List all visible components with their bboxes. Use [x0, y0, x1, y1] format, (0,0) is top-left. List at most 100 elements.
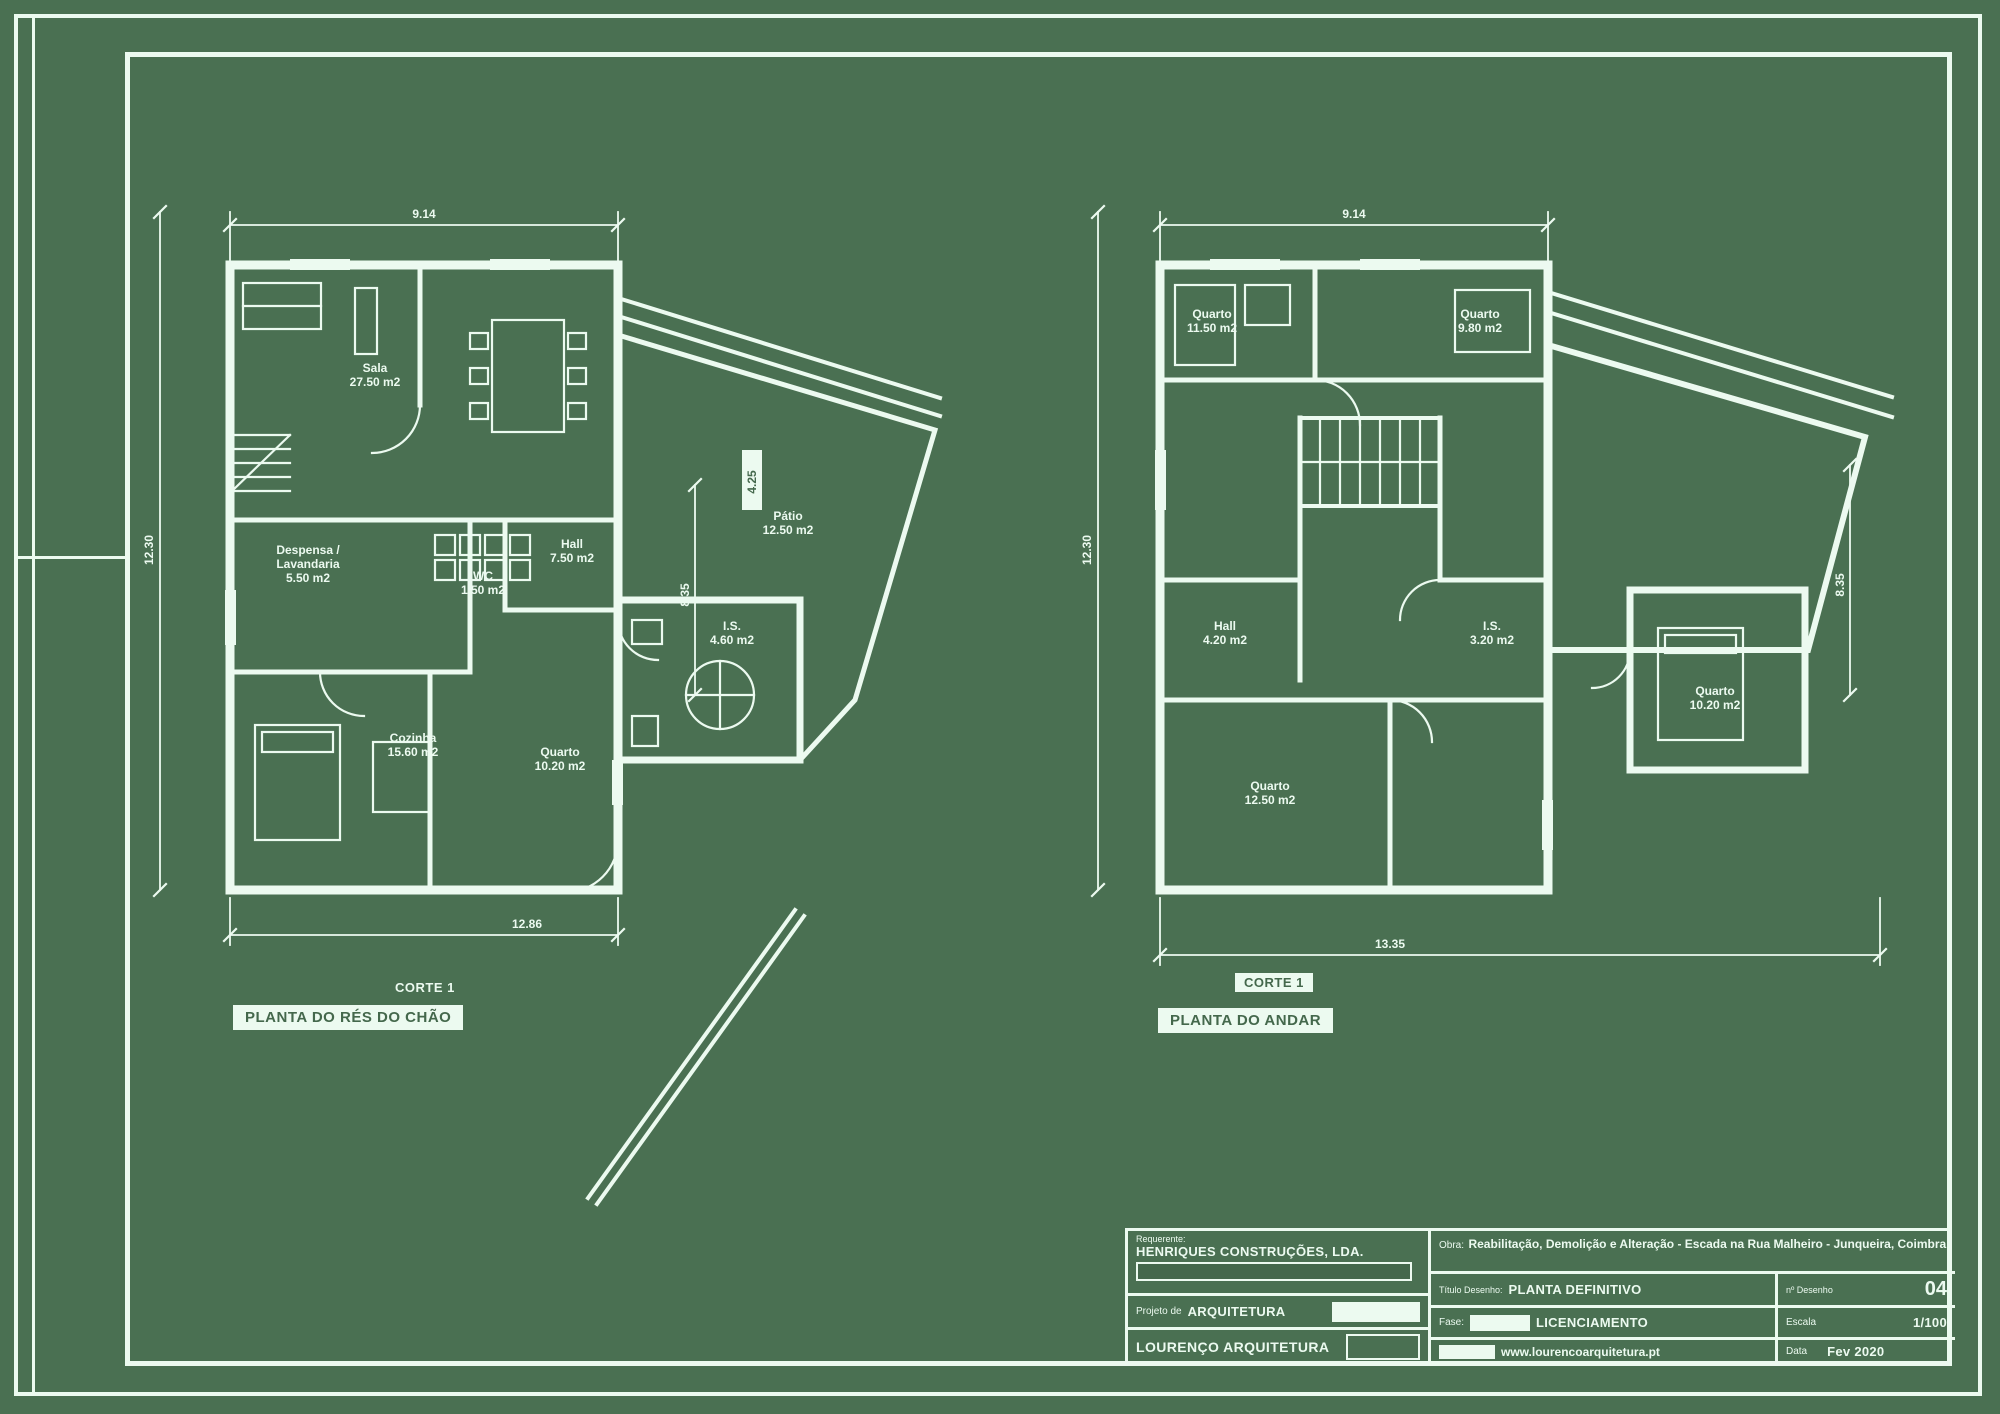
tb-divider	[1775, 1271, 1778, 1363]
tb-fase-value: LICENCIAMENTO	[1536, 1315, 1649, 1330]
bed-ground	[253, 723, 342, 842]
tb-data-label: Data	[1786, 1346, 1808, 1357]
plan-title-ground: PLANTA DO RÉS DO CHÃO	[233, 1005, 464, 1030]
wardrobe	[1173, 283, 1292, 367]
room-area: 9.80 m2	[1458, 321, 1502, 335]
sofa	[241, 281, 323, 331]
ground-room-labels: Sala 27.50 m2 Despensa / Lavandaria 5.50…	[276, 361, 813, 773]
tb-cell-ndesenho: nº Desenho 04	[1778, 1274, 1955, 1305]
room-area: 3.20 m2	[1470, 633, 1514, 647]
dim-patio-ground: 4.25	[745, 470, 759, 494]
room-label: I.S.	[723, 619, 741, 633]
desk	[371, 740, 431, 814]
room-label: Pátio	[773, 509, 802, 523]
bed-annex	[1656, 626, 1745, 742]
section-cut-line	[585, 907, 807, 1207]
tb-cell-titulo: Título Desenho: PLANTA DEFINITIVO	[1431, 1274, 1775, 1305]
tb-divider	[1428, 1271, 1955, 1274]
dim-right-upper: 8.35	[1833, 573, 1847, 597]
tb-divider	[1128, 1293, 1428, 1296]
plan-title-upper: PLANTA DO ANDAR	[1158, 1008, 1334, 1033]
corte-label-upper: CORTE 1	[1235, 973, 1313, 992]
tb-cell-site: www.lourencoarquitetura.pt	[1431, 1340, 1775, 1363]
title-block: Requerente: HENRIQUES CONSTRUÇÕES, LDA. …	[1125, 1228, 1955, 1366]
logo-box	[1346, 1333, 1420, 1360]
stairs-upper	[1298, 416, 1442, 508]
door-arcs-ground	[318, 403, 660, 894]
dim-top-upper: 9.14	[1342, 207, 1366, 221]
drawing-frame	[125, 52, 1952, 1366]
tb-fase-label: Fase:	[1439, 1317, 1465, 1328]
upper-dimensions: 9.14 12.30 13.35 8.35	[1080, 204, 1888, 966]
tb-requerente-label: Requerente:	[1136, 1234, 1186, 1244]
room-area: 12.50 m2	[1245, 793, 1296, 807]
bed-upper-right	[1453, 288, 1532, 354]
dim-bottom-upper: 13.35	[1375, 937, 1405, 951]
room-label: Quarto	[1192, 307, 1231, 321]
stairs-ground	[230, 433, 292, 493]
room-label: Quarto	[1695, 684, 1734, 698]
tb-ndesenho-value: 04	[1924, 1278, 1947, 1300]
tv-cabinet	[353, 286, 379, 356]
tb-cell-data: Data Fev 2020	[1778, 1340, 1955, 1363]
room-area: 27.50 m2	[350, 375, 401, 389]
tb-divider	[1428, 1337, 1955, 1340]
dim-patio-box	[742, 450, 762, 510]
room-area: 5.50 m2	[286, 571, 330, 585]
room-label: Lavandaria	[276, 557, 340, 571]
stamp-box	[1332, 1301, 1420, 1322]
kitchen-counter	[433, 533, 532, 582]
ground-dimensions: 9.14 12.30 12.86 8.35 4.25	[142, 204, 762, 946]
tb-cell-obra: Obra: Reabilitação, Demolição e Alteraçã…	[1431, 1231, 1955, 1271]
room-label: Hall	[1214, 619, 1236, 633]
toilet	[630, 714, 660, 748]
tb-obra-label: Obra:	[1439, 1240, 1465, 1251]
room-label: Sala	[363, 361, 388, 375]
tb-cell-projeto: Projeto de ARQUITETURA	[1128, 1296, 1428, 1327]
stamp-box	[1470, 1314, 1531, 1331]
floor-plan-upper: 9.14 12.30 13.35 8.35	[1080, 204, 1895, 966]
shower	[684, 659, 756, 731]
tb-titulo-value: PLANTA DEFINITIVO	[1508, 1282, 1642, 1297]
room-label: I.S.	[1483, 619, 1501, 633]
room-area: 7.50 m2	[550, 551, 594, 565]
tb-requerente-value: HENRIQUES CONSTRUÇÕES, LDA.	[1136, 1244, 1364, 1259]
room-area: 15.60 m2	[388, 745, 439, 759]
tb-titulo-label: Título Desenho:	[1439, 1284, 1503, 1295]
room-area: 12.50 m2	[763, 523, 814, 537]
room-label: Hall	[561, 537, 583, 551]
dim-top-ground: 9.14	[412, 207, 436, 221]
dim-left-upper: 12.30	[1080, 535, 1094, 565]
tb-divider	[1428, 1305, 1955, 1308]
tb-escala-value: 1/100	[1912, 1315, 1947, 1330]
stamp-box	[1439, 1344, 1495, 1359]
upper-furniture	[1173, 283, 1745, 744]
dining-table	[468, 318, 588, 434]
room-area: 4.60 m2	[710, 633, 754, 647]
room-label: Quarto	[1250, 779, 1289, 793]
room-label: Quarto	[540, 745, 579, 759]
room-area: 10.20 m2	[535, 759, 586, 773]
binding-margin-divider	[14, 556, 128, 559]
floor-plan-ground: 9.14 12.30 12.86 8.35 4.25	[142, 204, 943, 1207]
room-label: Quarto	[1460, 307, 1499, 321]
corte-label-ground: CORTE 1	[395, 980, 455, 995]
tb-projeto-value: ARQUITETURA	[1187, 1304, 1286, 1319]
tb-site: www.lourencoarquitetura.pt	[1501, 1344, 1660, 1359]
ground-walls	[225, 259, 943, 895]
ground-furniture	[230, 281, 756, 894]
tb-divider	[1128, 1327, 1428, 1330]
tb-autor: LOURENÇO ARQUITETURA	[1136, 1338, 1330, 1355]
upper-room-labels: Quarto 11.50 m2 Quarto 9.80 m2 Hall 4.20…	[1187, 307, 1741, 807]
sink	[630, 618, 664, 646]
tb-escala-label: Escala	[1786, 1317, 1817, 1328]
room-label: WC	[473, 569, 493, 583]
dim-bottom-ground: 12.86	[512, 917, 542, 931]
tb-cell-autor: LOURENÇO ARQUITETURA	[1128, 1330, 1428, 1363]
tb-ndesenho-label: nº Desenho	[1786, 1284, 1833, 1295]
tb-cell-escala: Escala 1/100	[1778, 1308, 1955, 1337]
tb-data-value: Fev 2020	[1827, 1344, 1885, 1359]
tb-cell-requerente: Requerente: HENRIQUES CONSTRUÇÕES, LDA.	[1128, 1231, 1428, 1293]
door-arcs-upper	[1313, 378, 1632, 744]
